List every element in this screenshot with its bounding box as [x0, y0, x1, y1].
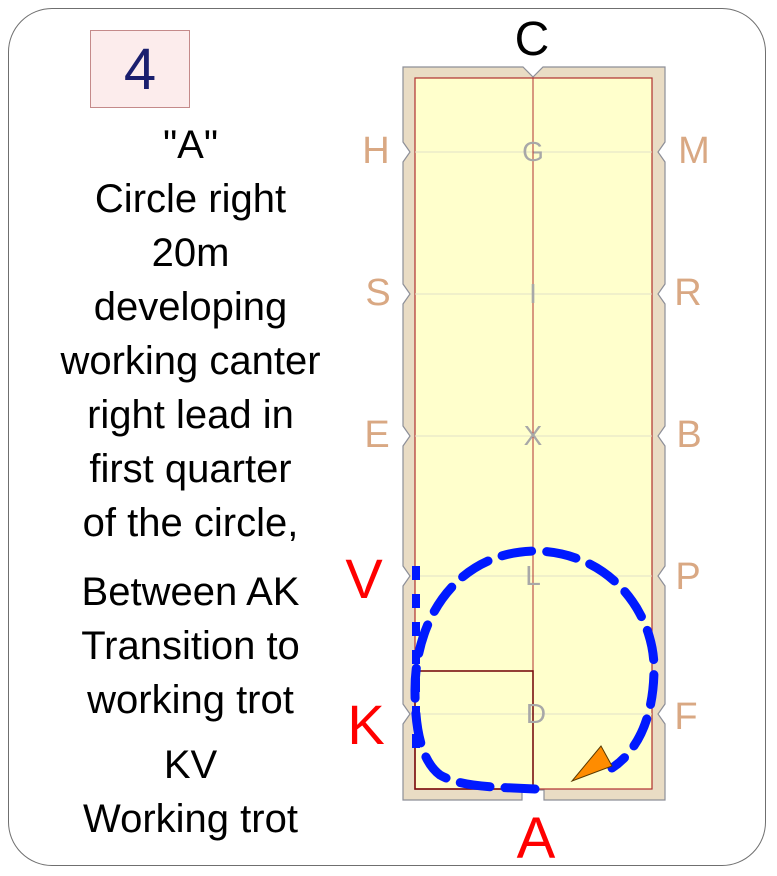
instruction-line: Circle right [94, 177, 287, 221]
instruction-line: working canter [60, 339, 321, 383]
instruction-line: of the circle, [82, 501, 299, 545]
marker-letter-s: S [365, 272, 390, 314]
marker-letter-e: E [364, 414, 389, 456]
marker-letter-a: A [517, 806, 556, 871]
centerline-letter: X [524, 420, 543, 451]
centerline-letter: D [526, 698, 546, 729]
marker-letter-c: C [515, 13, 550, 66]
instruction-line: "A" [162, 123, 219, 167]
instruction-line: Working trot [83, 797, 298, 841]
marker-letter-f: F [674, 696, 697, 738]
instruction-line: developing [93, 285, 288, 329]
centerline-letter: G [522, 136, 544, 167]
step-number: 4 [123, 36, 157, 102]
marker-letter-r: R [674, 272, 701, 314]
instruction-line: first quarter [89, 447, 292, 491]
circle-path [410, 546, 659, 794]
marker-letter-v: V [345, 547, 383, 610]
instruction-line: KV [163, 743, 218, 787]
instruction-line: Between AK [81, 570, 300, 614]
marker-letter-p: P [675, 556, 700, 598]
instruction-line: Transition to [81, 624, 300, 668]
marker-letter-k: K [347, 693, 384, 756]
instruction-block-circle: "A" Circle right 20m developing working … [18, 118, 363, 550]
instruction-line: right lead in [87, 393, 294, 437]
centerline-letter: L [525, 560, 541, 591]
instruction-line: 20m [151, 231, 230, 275]
marker-letter-b: B [676, 414, 701, 456]
marker-letter-h: H [362, 130, 389, 172]
marker-letter-m: M [678, 130, 710, 172]
centerline-letter: I [529, 278, 537, 309]
step-number-box: 4 [90, 30, 190, 108]
instruction-block-transition: Between AK Transition to working trot [18, 565, 363, 727]
direction-arrow-icon [570, 745, 613, 783]
instruction-block-trot: KV Working trot [18, 738, 363, 846]
instruction-line: working trot [87, 678, 294, 722]
